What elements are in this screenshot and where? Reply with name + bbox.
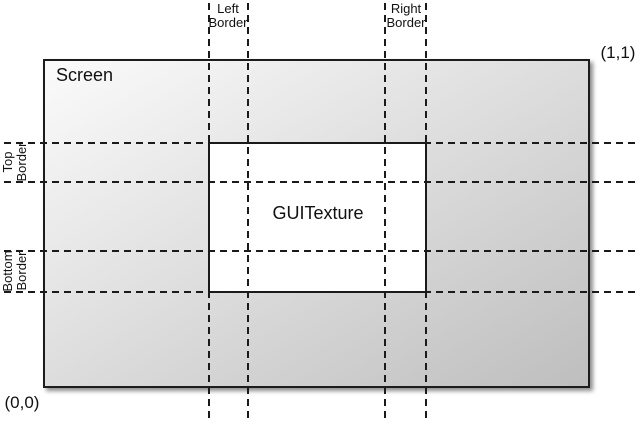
top-border-label-line1: Top <box>0 152 15 173</box>
guitexture-rect <box>208 142 427 293</box>
top-border-label-line2: Border <box>14 142 29 182</box>
left-border-label-line2: Border <box>208 15 248 30</box>
bottom-border-label-line2: Border <box>14 251 29 291</box>
left-border-label: Left Border <box>208 1 248 30</box>
top-border-label: Top Border <box>0 142 29 182</box>
right-border-label-line2: Border <box>386 15 426 30</box>
border-guide-lines <box>4 3 637 422</box>
guitexture-label: GUITexture <box>272 203 363 223</box>
bottom-border-label: Bottom Border <box>0 250 29 291</box>
left-border-label-line1: Left <box>217 1 239 16</box>
right-border-label-line1: Right <box>391 1 422 16</box>
corner-label-top-right: (1,1) <box>601 43 636 62</box>
corner-label-bottom-left: (0,0) <box>5 393 40 412</box>
bottom-border-label-line1: Bottom <box>0 250 15 291</box>
screen-label: Screen <box>56 65 113 85</box>
right-border-label: Right Border <box>386 1 426 30</box>
